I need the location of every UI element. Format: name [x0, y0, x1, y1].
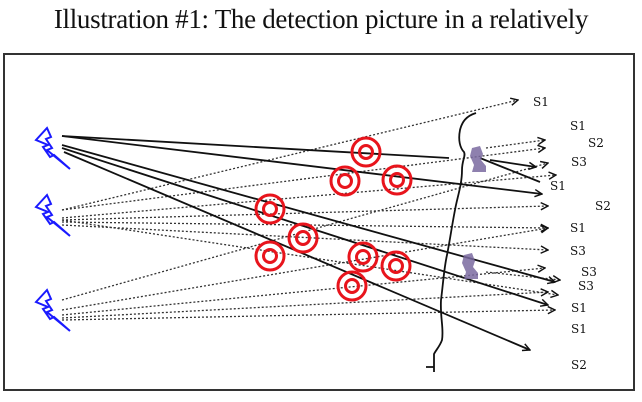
dotted-signal-path	[61, 228, 548, 311]
signal-label: S2	[595, 199, 611, 213]
signal-label: S2	[588, 136, 604, 150]
dotted-signal-path	[485, 271, 560, 280]
boundary-curve	[426, 112, 477, 372]
dotted-signal-path	[61, 175, 556, 219]
signal-label: S3	[570, 244, 586, 258]
signal-label: S1	[570, 221, 586, 235]
diagram-frame	[3, 53, 635, 391]
antenna-station-icon	[470, 146, 486, 172]
signal-label: S1	[571, 322, 587, 336]
lightning-bolt-icon	[34, 126, 71, 170]
dotted-signal-path	[61, 292, 548, 319]
dotted-signal-path	[61, 221, 548, 228]
dotted-signal-path	[61, 206, 548, 221]
dotted-signal-path	[61, 268, 545, 316]
signal-label: S1	[533, 95, 549, 109]
lightning-bolt-icon	[34, 193, 71, 237]
target-ring-icon	[380, 250, 412, 282]
solid-signal-path	[61, 135, 542, 194]
dotted-signal-path	[61, 100, 518, 211]
target-ring-icon	[329, 165, 361, 197]
signal-label: S3	[578, 279, 594, 293]
signal-label: S1	[550, 179, 566, 193]
signal-label: S3	[571, 155, 587, 169]
target-ring-icon	[381, 164, 413, 196]
solid-signal-path	[479, 157, 541, 183]
signal-label: S2	[571, 358, 587, 372]
target-ring-icon	[254, 193, 286, 225]
antenna-station-icon	[462, 253, 478, 279]
target-ring-icon	[336, 270, 368, 302]
target-ring-icon	[350, 136, 382, 168]
lightning-bolt-icon	[34, 288, 71, 332]
dotted-signal-path	[61, 224, 548, 250]
signal-label: S3	[581, 265, 597, 279]
figure-title: Illustration #1: The detection picture i…	[53, 4, 589, 34]
dotted-signal-path	[61, 310, 555, 321]
target-ring-icon	[254, 240, 286, 272]
dotted-signal-path	[485, 140, 545, 149]
solid-signal-path	[489, 159, 536, 167]
target-ring-icon	[287, 222, 319, 254]
dotted-signal-paths	[61, 100, 560, 321]
target-ring-icon	[347, 241, 379, 273]
signal-label: S1	[570, 119, 586, 133]
solid-signal-path	[61, 135, 450, 159]
signal-label: S1	[571, 301, 587, 315]
